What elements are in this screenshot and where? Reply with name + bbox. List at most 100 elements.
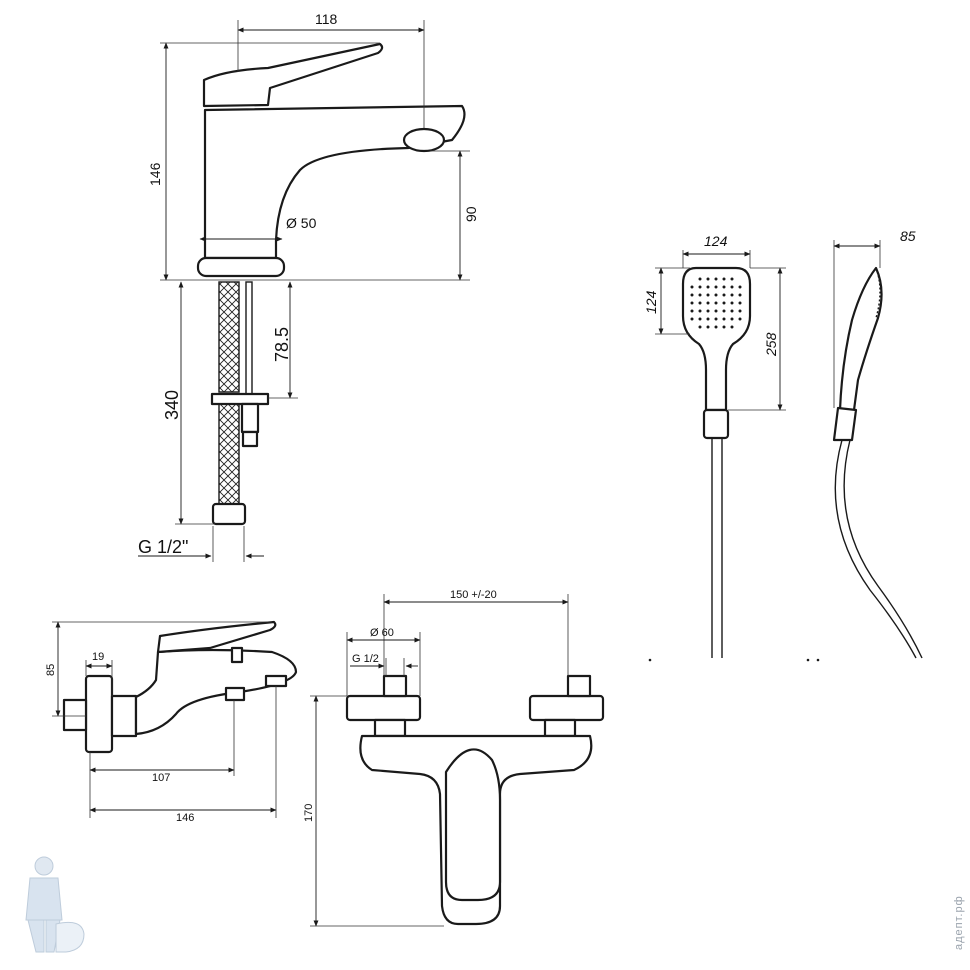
basin-thread-label: G 1/2" [138,537,188,557]
bath-mixer-side-lever [156,620,277,654]
plumber-logo [25,856,85,953]
bath-side-reach-label: 107 [152,772,170,784]
nozzle-dot [738,317,742,321]
nozzle-dot [738,293,742,297]
bath-mixer-side: 85 19 107 146 [45,620,298,824]
bath-side-depth-label: 146 [176,812,194,824]
hose-connector [211,502,247,526]
nozzle-dot [730,293,734,297]
nozzle-dot [706,309,710,313]
nozzle-dot [714,293,718,297]
nozzle-dot [706,325,710,329]
nozzle-dot [722,301,726,305]
nozzle-dot [698,325,702,329]
bath-mixer-side-body [134,648,298,736]
side-hose-inner [843,439,923,659]
fixing-nut [240,402,260,434]
nozzle-dot [730,325,734,329]
basin-mixer-body [203,104,466,260]
bath-front-thread-label: G 1/2 [352,653,379,665]
left-nut [373,718,407,738]
bath-front-height-label: 170 [303,804,315,822]
nozzle-dot [706,277,710,281]
shower-length-label: 258 [763,332,779,357]
nozzle-dot [738,309,742,313]
left-supply-hose [218,281,240,393]
side-aerator [264,674,288,688]
watermark-text: адепт.рф [953,895,965,950]
bath-side-height-label: 85 [45,664,57,676]
nozzle-dot [730,309,734,313]
nozzle-dot [690,317,694,321]
nozzle-dot [690,293,694,297]
basin-mixer-base [196,256,286,278]
nozzle-dot [714,301,718,305]
wall-flange [84,674,114,754]
diverter-rod [224,686,246,702]
side-hose-outer [834,439,917,659]
nozzle-dot [698,293,702,297]
nozzle-dot [706,301,710,305]
bath-side-wall-label: 19 [92,651,104,663]
nozzle-dot [722,309,726,313]
eccentric [110,694,138,738]
nozzle-dot [722,325,726,329]
basin-hose-offset-label: 78.5 [272,327,292,362]
right-stud [566,674,592,698]
fixing-plate [210,392,270,406]
mark-dot [806,658,810,662]
basin-mixer-lever [202,42,384,108]
mark-dot [648,658,652,662]
basin-width-label: 118 [315,11,338,27]
nozzle-dot [738,301,742,305]
basin-spout-height-label: 90 [463,206,479,222]
shower-head-height-label: 124 [643,290,659,314]
nozzle-dot [722,277,726,281]
nozzle-dot [698,277,702,281]
right-supply-hose [218,403,240,505]
hand-shower-side: 85 [832,228,923,659]
diverter-knob [230,646,244,664]
nozzle-dot [714,277,718,281]
threaded-stud [245,281,253,395]
shower-depth-label: 85 [900,228,916,244]
hand-shower-front: 124 124 258 [643,233,786,658]
nut-bottom [241,430,259,448]
shower-head-width-label: 124 [704,233,728,249]
basin-mixer-aerator [402,127,446,153]
nozzle-dot [730,277,734,281]
nozzle-dot [706,285,710,289]
basin-height-label: 146 [147,162,163,186]
nozzle-dot [714,317,718,321]
shower-head-front [681,266,752,412]
nozzle-dot [722,293,726,297]
nozzle-dot [722,317,726,321]
nozzle-dot [730,301,734,305]
wall-connector [62,698,88,732]
nozzle-dot [706,293,710,297]
nozzle-dot [706,317,710,321]
shower-holder [702,408,730,440]
bath-mixer-front: 150 +/-20 Ø 60 G 1/2 170 [303,589,605,927]
nozzle-dot [714,285,718,289]
bath-front-flange-label: Ø 60 [370,627,394,639]
nozzle-dot [730,317,734,321]
nozzle-dot [690,301,694,305]
bath-front-center-label: 150 +/-20 [450,589,497,601]
shower-head-side [838,266,883,412]
basin-mixer: 118 146 90 Ø 50 78.5 340 G 1/2" [138,11,479,562]
right-flange [528,694,605,722]
right-nut [543,718,577,738]
bath-mixer-front-lever [444,748,502,902]
basin-hose-length-label: 340 [162,390,182,420]
nozzle-dot [714,309,718,313]
nozzle-dot [690,309,694,313]
shower-nozzles [690,277,742,329]
nozzle-dot [730,285,734,289]
nozzle-dot [698,309,702,313]
nozzle-dot [698,301,702,305]
nozzle-dot [698,317,702,321]
basin-base-diameter-label: Ø 50 [286,215,317,231]
